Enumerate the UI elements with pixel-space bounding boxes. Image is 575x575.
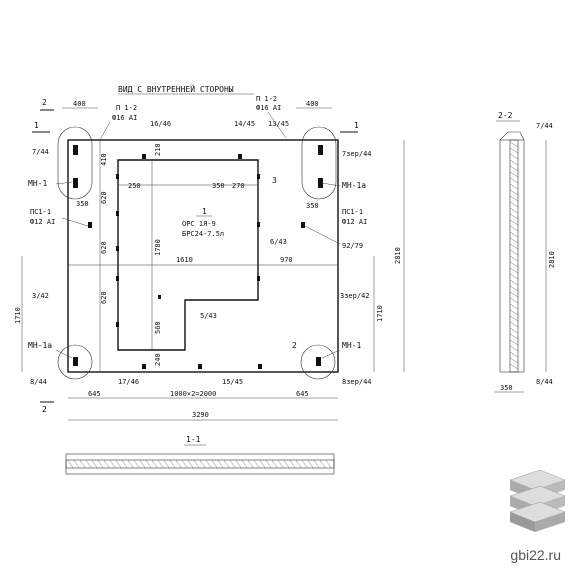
label-13-45: 13/45 [268, 120, 289, 128]
label-7-44-side: 7/44 [536, 122, 553, 130]
section-2-2-profile [499, 131, 525, 373]
dim-400-left: 400 [73, 100, 86, 108]
dim-350-left: 350 [76, 200, 89, 208]
corner-bottom-right [300, 344, 336, 380]
cut-mark-2-bottom: 2 [42, 405, 47, 414]
dim-3290: 3290 [192, 411, 209, 419]
drawing-title: ВИД С ВНУТРЕННЕЙ СТОРОНЫ [118, 83, 234, 94]
label-7-44-left: 7/44 [32, 148, 49, 156]
dim-620-b: 620 [100, 241, 108, 254]
dim-645-right: 645 [296, 390, 309, 398]
label-8-44: 8/44 [30, 378, 47, 386]
label-ps11-left-bar: Ф12 АI [30, 218, 55, 226]
dim-970: 970 [280, 256, 293, 264]
label-mn1a-left: МН-1а [28, 341, 52, 350]
dim-620-a: 620 [100, 191, 108, 204]
label-mark-3: 3 [272, 176, 277, 185]
label-16-46: 16/46 [150, 120, 171, 128]
panel-outline [67, 139, 339, 373]
label-6-43: 6/43 [270, 238, 287, 246]
section-1-1-title: 1-1 [186, 435, 201, 444]
window-opening [117, 159, 259, 351]
dim-620-c: 620 [100, 291, 108, 304]
dim-1710-right: 1710 [376, 305, 384, 322]
section-1-1-profile [65, 453, 335, 475]
cut-mark-1-left: 1 [34, 121, 39, 130]
corner-top-right [301, 126, 337, 200]
label-8-44-side: 8/44 [536, 378, 553, 386]
dim-350-side: 350 [500, 384, 513, 392]
label-p12-right-bar: Ф16 АI [256, 104, 281, 112]
label-ps11-right-bar: Ф12 АI [342, 218, 367, 226]
dim-1000x2: 1000×2=2000 [170, 390, 216, 398]
dim-210: 210 [154, 143, 162, 156]
dim-410: 410 [100, 153, 108, 166]
label-p12-left-bar: Ф16 АI [112, 114, 137, 122]
label-ors: ОРС 1Я-9 [182, 220, 216, 228]
cube-logo-icon [509, 469, 566, 532]
dim-1710-left: 1710 [14, 307, 22, 324]
label-mn1-right: МН-1 [342, 341, 361, 350]
label-5-43: 5/43 [200, 312, 217, 320]
label-14-45: 14/45 [234, 120, 255, 128]
dim-250: 250 [128, 182, 141, 190]
label-brs: БРС24-7.5л [182, 230, 224, 238]
section-2-2-title: 2-2 [498, 111, 513, 120]
label-3zer-42: 3зер/42 [340, 292, 370, 300]
cut-mark-1-right: 1 [354, 121, 359, 130]
dim-400-right: 400 [306, 100, 319, 108]
dim-1780: 1780 [154, 239, 162, 256]
label-ps11-left: ПС1-1 [30, 208, 51, 216]
embedded-parts [73, 145, 323, 369]
label-mn1-left: МН-1 [28, 179, 47, 188]
label-center-1: 1 [202, 207, 207, 216]
dim-645-left: 645 [88, 390, 101, 398]
cut-mark-2-top: 2 [42, 98, 47, 107]
dim-2810-side: 2810 [548, 251, 556, 268]
dim-240: 240 [154, 353, 162, 366]
dim-350-right: 350 [306, 202, 319, 210]
label-mark-2: 2 [292, 341, 297, 350]
label-8zer-44: 8зер/44 [342, 378, 372, 386]
corner-bottom-left [57, 344, 93, 380]
label-p12-right: П 1-2 [256, 95, 277, 103]
label-17-46: 17/46 [118, 378, 139, 386]
corner-top-left [57, 126, 93, 200]
label-ps11-right: ПС1-1 [342, 208, 363, 216]
label-mn1a-right: МН-1а [342, 181, 366, 190]
dim-350-a: 350 [212, 182, 225, 190]
label-3-42: 3/42 [32, 292, 49, 300]
watermark-text: gbi22.ru [510, 547, 561, 563]
label-92-79: 92/79 [342, 242, 363, 250]
label-7zer-44: 7зер/44 [342, 150, 372, 158]
label-p12-left: П 1-2 [116, 104, 137, 112]
dim-270: 270 [232, 182, 245, 190]
label-15-45: 15/45 [222, 378, 243, 386]
dim-560: 560 [154, 321, 162, 334]
dim-1610: 1610 [176, 256, 193, 264]
dim-2810-main: 2810 [394, 247, 402, 264]
